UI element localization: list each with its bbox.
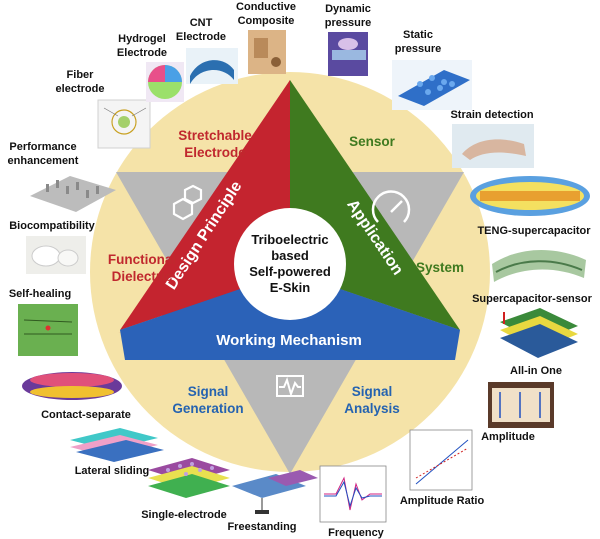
all-in-one-label: All-in One xyxy=(510,365,562,377)
frequency-label: Frequency xyxy=(328,527,385,539)
center-title-line4: E-Skin xyxy=(270,280,311,295)
center-title-line1: Triboelectric xyxy=(251,232,328,247)
single-electrode-label: Single-electrode xyxy=(141,509,227,521)
sensor-label: Sensor xyxy=(349,134,396,149)
signal-analysis-label-2: Analysis xyxy=(344,401,400,416)
hydrogel-electrode-label-1: Hydrogel xyxy=(118,33,166,45)
supercapacitor-sensor-thumbnail xyxy=(492,249,586,282)
signal-generation-label-1: Signal xyxy=(188,384,229,399)
system-label: System xyxy=(416,260,464,275)
frequency-thumbnail xyxy=(319,465,387,523)
dynamic-pressure-label-2: pressure xyxy=(325,17,371,29)
cnt-electrode-thumbnail xyxy=(186,48,238,84)
functional-dielectric-label-1: Functional xyxy=(108,252,176,267)
static-pressure-thumbnail xyxy=(392,60,472,110)
freestanding-label: Freestanding xyxy=(227,521,296,533)
contact-separate-thumbnail xyxy=(22,372,122,400)
working-mechanism-label: Working Mechanism xyxy=(216,332,362,349)
stretchable-electrode-label-2: Electrode xyxy=(184,145,246,160)
dynamic-pressure-thumbnail xyxy=(328,32,368,76)
signal-analysis-label-1: Signal xyxy=(352,384,393,399)
fiber-electrode-label-2: electrode xyxy=(56,83,105,95)
biocompatibility-thumbnail xyxy=(26,236,86,274)
lateral-sliding-label: Lateral sliding xyxy=(75,465,150,477)
amplitude-thumbnail xyxy=(488,382,554,428)
biocompatibility-label: Biocompatibility xyxy=(9,220,95,232)
hexagon-icon xyxy=(172,184,203,221)
performance-enhancement-label-1: Performance xyxy=(9,141,76,153)
gauge-icon xyxy=(371,190,411,223)
waveform-icon xyxy=(276,375,304,398)
signal-generation-label-2: Generation xyxy=(172,401,243,416)
all-in-one-thumbnail xyxy=(500,308,578,358)
supercapacitor-sensor-label: Supercapacitor-sensor xyxy=(472,293,593,305)
stretchable-electrode-label-1: Stretchable xyxy=(178,128,252,143)
performance-enhancement-thumbnail xyxy=(30,176,116,212)
conductive-composite-thumbnail xyxy=(248,30,286,74)
contact-separate-label: Contact-separate xyxy=(41,409,131,421)
single-electrode-thumbnail xyxy=(148,458,230,498)
center-title-line2: based xyxy=(271,248,309,263)
static-pressure-label-1: Static xyxy=(403,29,433,41)
strain-detection-label: Strain detection xyxy=(450,109,533,121)
strain-detection-thumbnail xyxy=(452,124,534,168)
freestanding-thumbnail xyxy=(232,470,318,514)
performance-enhancement-label-2: enhancement xyxy=(8,155,79,167)
amplitude-ratio-label: Amplitude Ratio xyxy=(400,495,485,507)
center-circle xyxy=(234,208,346,320)
center-title-line3: Self-powered xyxy=(249,264,331,279)
fiber-electrode-thumbnail xyxy=(97,99,151,149)
static-pressure-label-2: pressure xyxy=(395,43,441,55)
self-healing-thumbnail xyxy=(18,304,78,356)
functional-dielectric-label-2: Dielectric xyxy=(112,269,173,284)
conductive-composite-label-1: Conductive xyxy=(236,1,296,13)
teng-supercapacitor-thumbnail xyxy=(470,176,590,216)
hydrogel-electrode-thumbnail xyxy=(146,62,184,102)
amplitude-ratio-thumbnail xyxy=(409,429,473,491)
cnt-electrode-label-2: Electrode xyxy=(176,31,226,43)
hydrogel-electrode-label-2: Electrode xyxy=(117,47,167,59)
amplitude-label: Amplitude xyxy=(481,431,535,443)
teng-supercapacitor-label: TENG-supercapacitor xyxy=(477,225,591,237)
self-healing-label: Self-healing xyxy=(9,288,71,300)
dynamic-pressure-label-1: Dynamic xyxy=(325,3,371,15)
conductive-composite-label-2: Composite xyxy=(238,15,295,27)
fiber-electrode-label-1: Fiber xyxy=(67,69,95,81)
lateral-sliding-thumbnail xyxy=(70,428,164,462)
cnt-electrode-label-1: CNT xyxy=(190,17,213,29)
